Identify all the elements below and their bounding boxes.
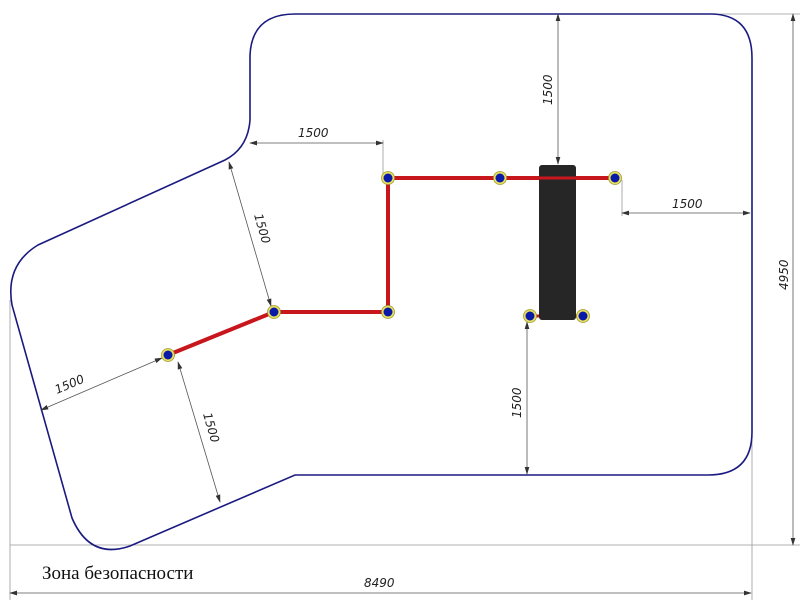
dimension-lines [9,13,796,596]
zone-label: Зона безопасности [42,563,194,584]
safety-zone-outline [10,13,753,551]
dim-overall-height: 4950 [777,259,791,290]
dim-top-vertical: 1500 [541,74,555,105]
dim-top-left-horizontal: 1500 [298,126,329,140]
node [610,173,620,183]
extension-lines [9,13,800,600]
dim-overall-width: 8490 [364,576,395,590]
node [383,173,393,183]
dim-lower-diagonal: 1500 [200,411,222,445]
dim-right-horizontal: 1500 [672,197,703,211]
node [269,307,279,317]
post-block [539,165,576,320]
dim-upper-diagonal: 1500 [251,212,273,246]
dim-left-diagonal: 1500 [53,372,87,397]
dim-bottom-vertical: 1500 [510,387,524,418]
node [383,307,393,317]
nodes [161,171,622,362]
node [525,311,535,321]
node [578,311,588,321]
node [495,173,505,183]
node [163,350,173,360]
